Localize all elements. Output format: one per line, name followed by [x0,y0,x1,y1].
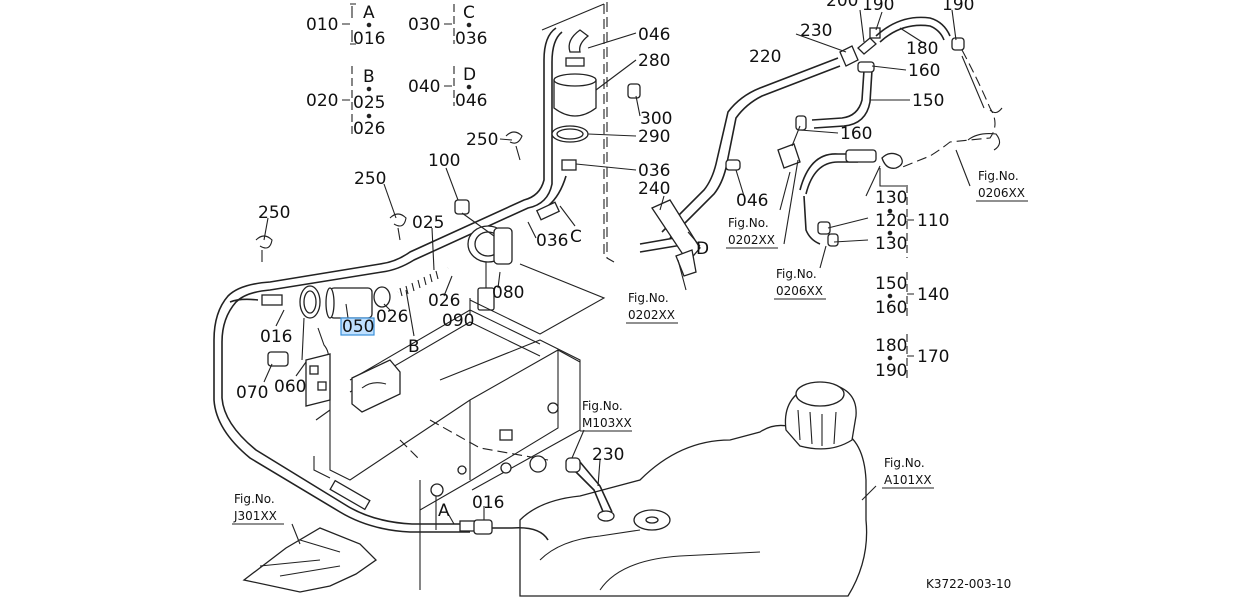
index-046: 046 [455,91,487,111]
callout-050-highlight [340,317,375,336]
fig-ref-0202xx-b[interactable]: Fig.No. 0202XX [626,291,678,324]
index-026: 026 [353,119,385,139]
callout-016-left: 016 [260,327,292,347]
callout-026-left: 026 [428,291,460,311]
callout-220: 220 [749,47,781,67]
fig-ref-m103xx[interactable]: Fig.No. M103XX [580,399,632,432]
index-036: 036 [455,29,487,49]
callout-200-top: 200 [826,0,858,11]
callout-046-right: 046 [736,191,768,211]
index-letter-c: C [463,3,475,23]
drawing-code: K3722-003-10 [926,577,1011,591]
index-letter-d: D [463,65,476,85]
fig-ref-label: Fig.No. [884,456,925,470]
fig-ref-code: 0202XX [728,233,775,247]
callout-100: 100 [428,151,460,171]
index-140-part-160: 160 [875,298,907,318]
fig-ref-code: 0206XX [776,284,823,298]
callout-250-right: 250 [466,130,498,150]
fig-ref-code: 0202XX [628,308,675,322]
callout-letter-b: B [408,337,420,357]
fig-ref-0206xx-a[interactable]: Fig.No. 0206XX [976,169,1028,202]
callout-letter-d: D [696,239,709,259]
fig-ref-label: Fig.No. [628,291,669,305]
index-110: 110 [917,211,949,231]
fig-ref-code: J301XX [233,509,277,523]
fig-ref-0202xx-a[interactable]: Fig.No. 0202XX [726,216,778,249]
callout-036-mid: 036 [638,161,670,181]
fig-ref-code: A101XX [884,473,932,487]
fig-ref-a101xx[interactable]: Fig.No. A101XX [882,456,934,489]
index-016: 016 [353,29,385,49]
callout-230-top: 230 [800,21,832,41]
callout-250-left: 250 [258,203,290,223]
callout-250-mid: 250 [354,169,386,189]
index-110-part-130a: 130 [875,188,907,208]
callout-050: 050 [342,317,374,337]
index-legend-right: 130 120 130 110 150 160 140 180 190 170 [875,185,949,381]
callout-letter-a: A [438,501,450,521]
index-letter-b: B [363,67,375,87]
callout-290: 290 [638,127,670,147]
index-legend: 010 A 016 020 B 025 026 030 C 036 040 D … [306,3,487,139]
callout-leaders [263,9,971,545]
fuel-system-drawing [213,2,1003,597]
callout-046-top: 046 [638,25,670,45]
fig-ref-label: Fig.No. [978,169,1019,183]
callout-160-top: 160 [908,61,940,81]
index-020: 020 [306,91,338,111]
fig-ref-label: Fig.No. [582,399,623,413]
fig-ref-label: Fig.No. [776,267,817,281]
callout-230-bottom: 230 [592,445,624,465]
fig-ref-label: Fig.No. [234,492,275,506]
index-110-part-120: 120 [875,211,907,231]
callout-016-bottom: 016 [472,493,504,513]
callout-letter-c: C [570,227,582,247]
index-030: 030 [408,15,440,35]
callout-060: 060 [274,377,306,397]
index-010: 010 [306,15,338,35]
index-140: 140 [917,285,949,305]
callout-300: 300 [640,109,672,129]
fig-ref-code: M103XX [582,416,632,430]
index-025: 025 [353,93,385,113]
index-170-part-180: 180 [875,336,907,356]
callout-160-mid: 160 [840,124,872,144]
fig-ref-label: Fig.No. [728,216,769,230]
callout-070: 070 [236,383,268,403]
callout-280: 280 [638,51,670,71]
fig-ref-0206xx-b[interactable]: Fig.No. 0206XX [774,267,826,300]
callout-036-low: 036 [536,231,568,251]
callout-026-mid: 026 [376,307,408,327]
figure-references: Fig.No. 0202XX Fig.No. 0206XX Fig.No. 02… [232,169,1028,525]
callout-080: 080 [492,283,524,303]
index-110-part-130b: 130 [875,234,907,254]
callout-090: 090 [442,311,474,331]
fig-ref-j301xx[interactable]: Fig.No. J301XX [232,492,284,525]
callout-190-top-b: 190 [942,0,974,15]
index-letter-a: A [363,3,375,23]
callout-025: 025 [412,213,444,233]
index-140-part-150: 150 [875,274,907,294]
callout-240: 240 [638,179,670,199]
fig-ref-code: 0206XX [978,186,1025,200]
index-040: 040 [408,77,440,97]
callout-150: 150 [912,91,944,111]
callout-190-top-a: 190 [862,0,894,15]
index-170-part-190: 190 [875,361,907,381]
callout-numbers: 046 280 300 290 036 240 046 220 230 200 … [236,0,974,521]
index-170: 170 [917,347,949,367]
callout-180: 180 [906,39,938,59]
